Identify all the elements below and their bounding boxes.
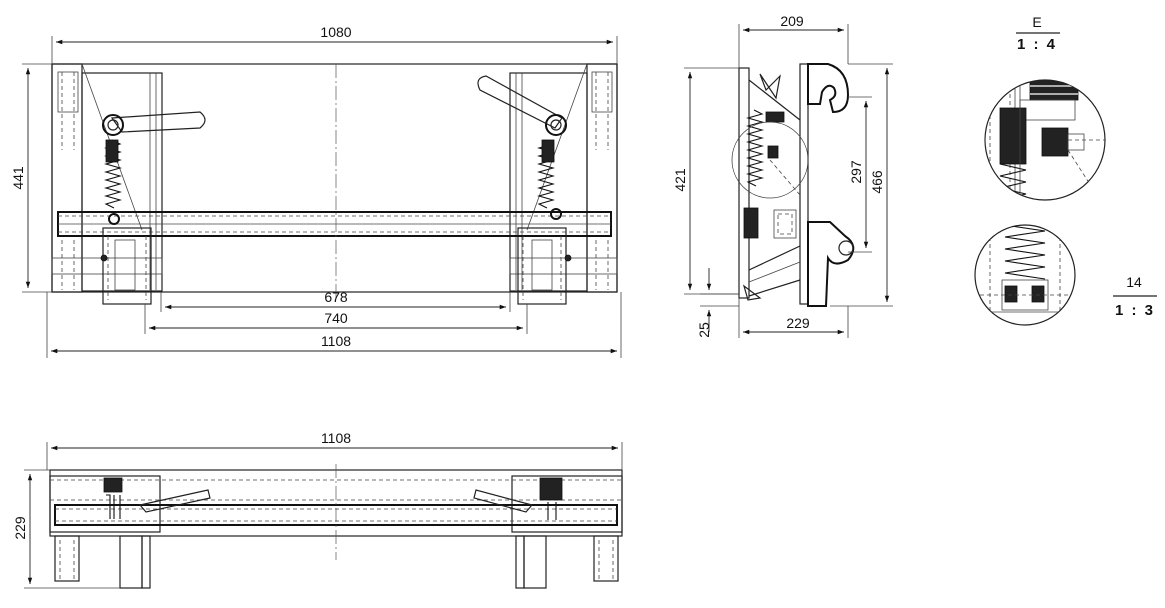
dim-1080: 1080 <box>320 24 351 40</box>
detail-e-scale: 1 : 4 <box>1017 36 1057 53</box>
dim-25: 25 <box>696 322 712 338</box>
dim-740: 740 <box>324 310 348 326</box>
dim-1108-top: 1108 <box>321 333 351 349</box>
detail-14: 14 1 : 3 <box>974 224 1157 326</box>
detail-e-label: E <box>1032 14 1041 30</box>
dim-297: 297 <box>848 160 864 184</box>
detail-14-scale: 1 : 3 <box>1115 302 1155 319</box>
side-view: 209 421 297 466 25 229 <box>672 13 893 338</box>
dim-229-bottom: 229 <box>12 516 28 540</box>
detail-e: E 1 : 4 <box>984 14 1106 201</box>
dim-466: 466 <box>869 170 885 194</box>
dim-209: 209 <box>780 13 804 29</box>
dim-678: 678 <box>324 289 348 305</box>
front-view: 1080 441 678 740 1108 <box>10 24 622 358</box>
dim-229-side: 229 <box>786 315 810 331</box>
dim-421: 421 <box>672 168 688 192</box>
bottom-view: 1108 229 <box>12 430 623 589</box>
dim-441: 441 <box>10 166 26 190</box>
dim-1108-bottom: 1108 <box>321 430 351 446</box>
detail-14-label: 14 <box>1126 274 1142 290</box>
